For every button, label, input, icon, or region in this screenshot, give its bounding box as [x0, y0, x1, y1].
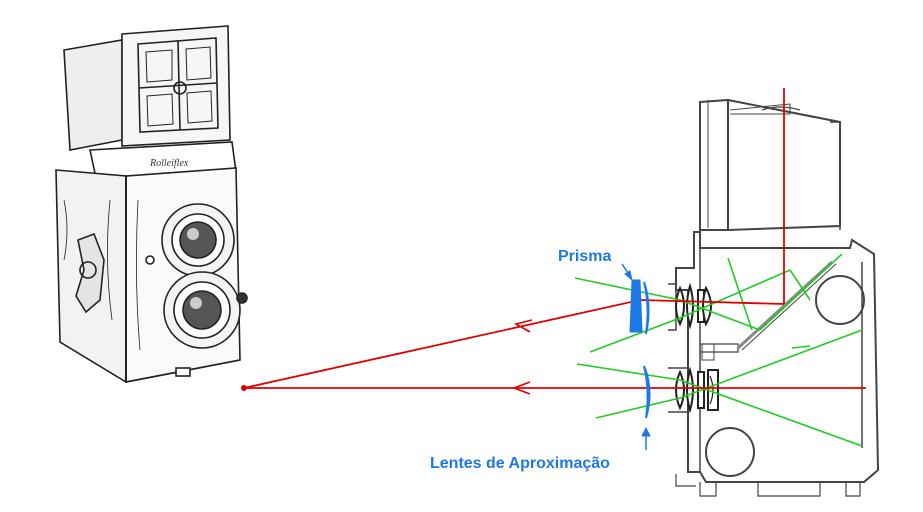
prism-label: Prisma	[558, 248, 611, 265]
viewing-lens-elements	[675, 282, 712, 330]
prism-and-closeup-lenses	[629, 279, 651, 419]
optical-axis-rays	[243, 88, 866, 395]
label-pointers	[621, 263, 651, 450]
svg-text:Rolleiflex: Rolleiflex	[149, 158, 189, 169]
close-up-lenses-label: Lentes de Aproximação	[430, 455, 610, 472]
subject-point	[241, 385, 247, 391]
taking-lens-elements	[675, 366, 719, 414]
camera-illustration: Rolleiflex	[55, 25, 248, 384]
field-rays	[574, 253, 863, 447]
